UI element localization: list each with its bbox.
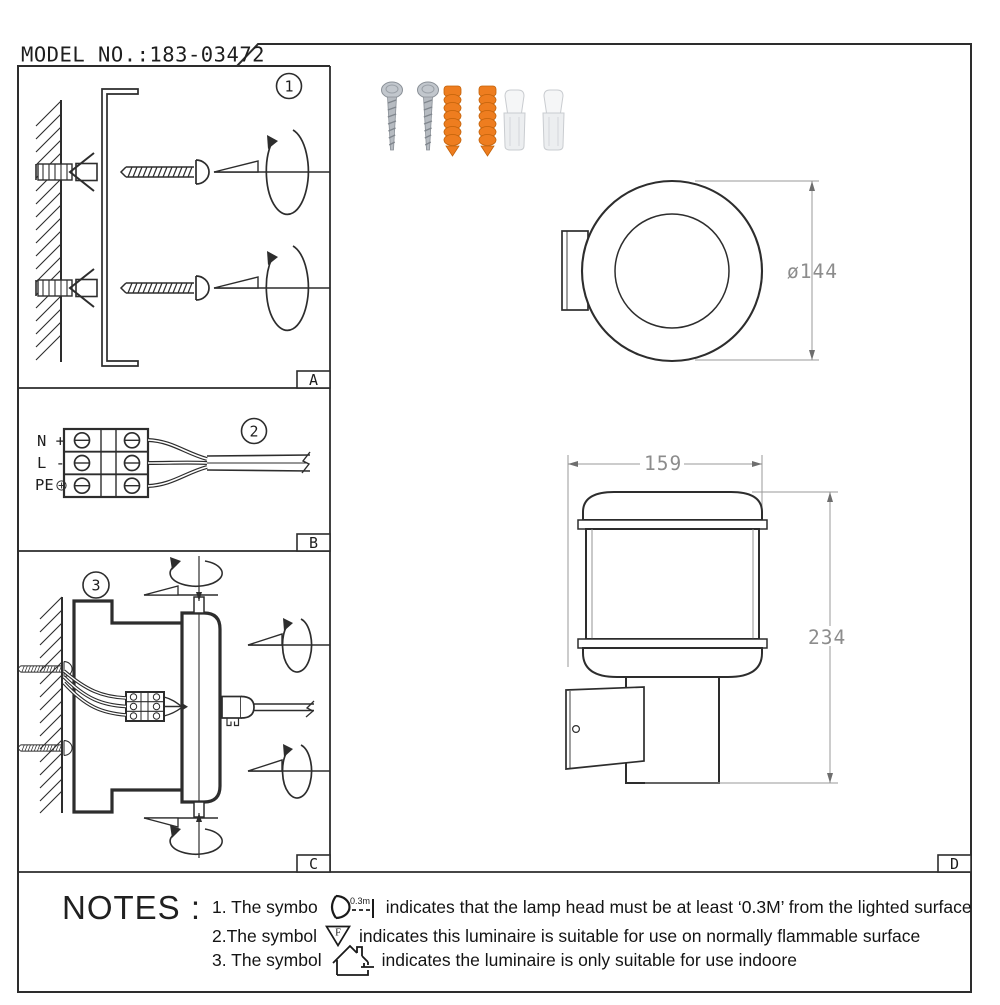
plug-and-cable [221, 695, 315, 727]
wall-plate [565, 686, 645, 770]
zone-tab-d-label: D [950, 855, 959, 873]
wall-screw-lower [16, 740, 73, 756]
step1-badge [275, 72, 303, 100]
note-1: 1. The symbo 0.3m indicates that the lam… [212, 892, 972, 922]
note-3-prefix: 3. The symbol [212, 949, 322, 970]
page-title: MODEL NO.:183-03472 [21, 43, 265, 67]
front-outer-circle [580, 179, 764, 363]
zone-tab-b [296, 533, 331, 552]
indoor-use-house-icon [331, 944, 374, 976]
terminal-block-small [125, 691, 165, 722]
rotate-arrow-right-upper [247, 617, 331, 673]
rotate-arrow-bottom [143, 813, 223, 858]
height-value: 234 [808, 626, 846, 649]
zone-tab-d [937, 854, 972, 873]
back-plate-outline [72, 599, 182, 814]
bottom-cap [582, 647, 763, 678]
terminal-label-n: N + [37, 432, 65, 450]
wall-plug-lower [35, 268, 98, 308]
step3-number: 3 [91, 577, 100, 595]
mounting-screw-2 [417, 81, 439, 151]
lamp-body-outline [180, 611, 222, 804]
note-1-prefix: 1. The symbo [212, 896, 318, 917]
terminal-label-pe: PE [35, 476, 54, 494]
notes-heading: NOTES : [62, 889, 202, 926]
screw-lower [120, 275, 210, 301]
side-view: 159 234 [565, 452, 854, 784]
terminal-block [62, 427, 150, 499]
width-value: 159 [644, 452, 682, 475]
front-inner-circle [614, 213, 730, 329]
wall-plug-upper [35, 152, 98, 192]
rotate-arrow-right-lower [247, 743, 331, 799]
note-2-text: indicates this luminaire is suitable for… [359, 925, 921, 946]
flammable-surface-symbol-icon: F [325, 925, 352, 947]
note-3-text: indicates the luminaire is only suitable… [381, 949, 797, 970]
diameter-value: ø144 [787, 260, 838, 283]
rotate-arrow-lower [213, 245, 331, 332]
sheet-frame [17, 43, 972, 993]
wire-connector-2 [542, 89, 565, 151]
step1-wall-fixing-diagram: 1 [35, 72, 331, 367]
wire-connector-1 [503, 89, 526, 151]
step3-mounting-diagram: 3 [16, 556, 331, 858]
note-2: 2.The symbol F indicates this luminaire … [212, 921, 920, 951]
min-distance-value: 0.3m [350, 896, 370, 906]
supply-cable [147, 438, 311, 488]
zone-tab-b-label: B [309, 534, 318, 552]
zone-tab-c [296, 854, 331, 873]
note-2-prefix: 2.The symbol [212, 925, 318, 946]
mains-wires [62, 669, 188, 717]
step2-badge [240, 417, 268, 445]
zone-tabs: A B C D [296, 370, 972, 873]
step2-number: 2 [249, 423, 258, 441]
hardware-kit [381, 81, 565, 157]
step2-wiring-diagram: 2 N + L - PE [35, 417, 311, 499]
wall-hatching [35, 100, 62, 361]
flammable-symbol-letter: F [335, 928, 341, 939]
wall-hatching [39, 596, 63, 814]
mounting-bracket [101, 88, 139, 367]
glass-body [585, 528, 760, 640]
step1-number: 1 [284, 78, 293, 96]
mounting-screw-1 [381, 81, 403, 151]
zone-tab-c-label: C [309, 855, 318, 873]
min-distance-symbol-icon: 0.3m [330, 894, 374, 920]
step3-badge [82, 571, 110, 599]
note-1-text: indicates that the lamp head must be at … [385, 896, 972, 917]
zone-tab-a [296, 370, 331, 389]
note-3: 3. The symbol indicates the luminaire is… [212, 944, 797, 976]
bottom-rim [577, 638, 768, 649]
rotate-arrow-upper [213, 129, 331, 216]
screw-upper [120, 159, 210, 185]
top-cap [582, 491, 763, 521]
wall-plug-2 [478, 85, 497, 157]
terminal-label-l: L - [37, 454, 65, 472]
zone-tab-a-label: A [309, 371, 318, 389]
front-view: ø144 [561, 179, 838, 363]
rotate-arrow-top [143, 556, 223, 601]
wall-screw-upper [16, 661, 73, 677]
top-rim [577, 519, 768, 530]
wall-plug-1 [443, 85, 462, 157]
diameter-dimension [695, 180, 819, 361]
